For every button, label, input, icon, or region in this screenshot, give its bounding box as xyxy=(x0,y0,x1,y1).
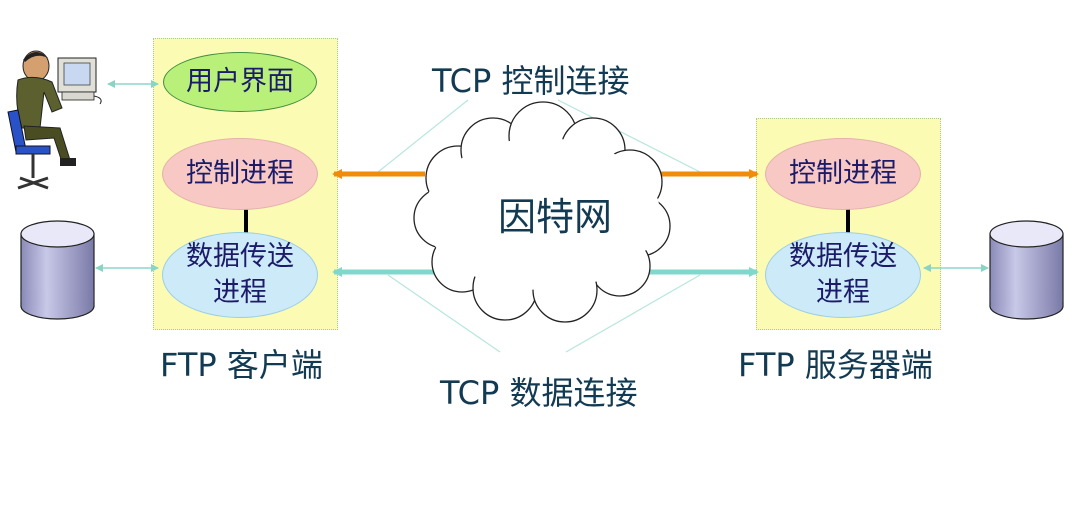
client-data-process-label-line2: 进程 xyxy=(213,277,267,308)
server-control-process-label: 控制进程 xyxy=(789,158,897,189)
server-data-process: 数据传送 进程 xyxy=(765,232,921,318)
client-process-link xyxy=(244,208,248,234)
server-data-process-label-line2: 进程 xyxy=(816,277,870,308)
tcp-control-connection-label: TCP 控制连接 xyxy=(432,62,630,100)
ftp-server-caption: FTP 服务器端 xyxy=(738,346,933,384)
client-control-process-label: 控制进程 xyxy=(186,158,294,189)
internet-label: 因特网 xyxy=(498,195,613,239)
client-data-process-label-line1: 数据传送 xyxy=(186,241,294,272)
client-user-interface: 用户界面 xyxy=(163,52,317,112)
ftp-client-caption: FTP 客户端 xyxy=(160,346,323,384)
label-pointer-lines xyxy=(377,99,701,353)
client-user-interface-label: 用户界面 xyxy=(186,66,294,97)
server-process-link xyxy=(846,208,850,234)
client-control-process: 控制进程 xyxy=(162,138,318,210)
tcp-data-connection-label: TCP 数据连接 xyxy=(440,374,638,412)
server-control-process: 控制进程 xyxy=(765,138,921,210)
server-data-process-label-line1: 数据传送 xyxy=(789,241,897,272)
client-data-process: 数据传送 进程 xyxy=(162,232,318,318)
